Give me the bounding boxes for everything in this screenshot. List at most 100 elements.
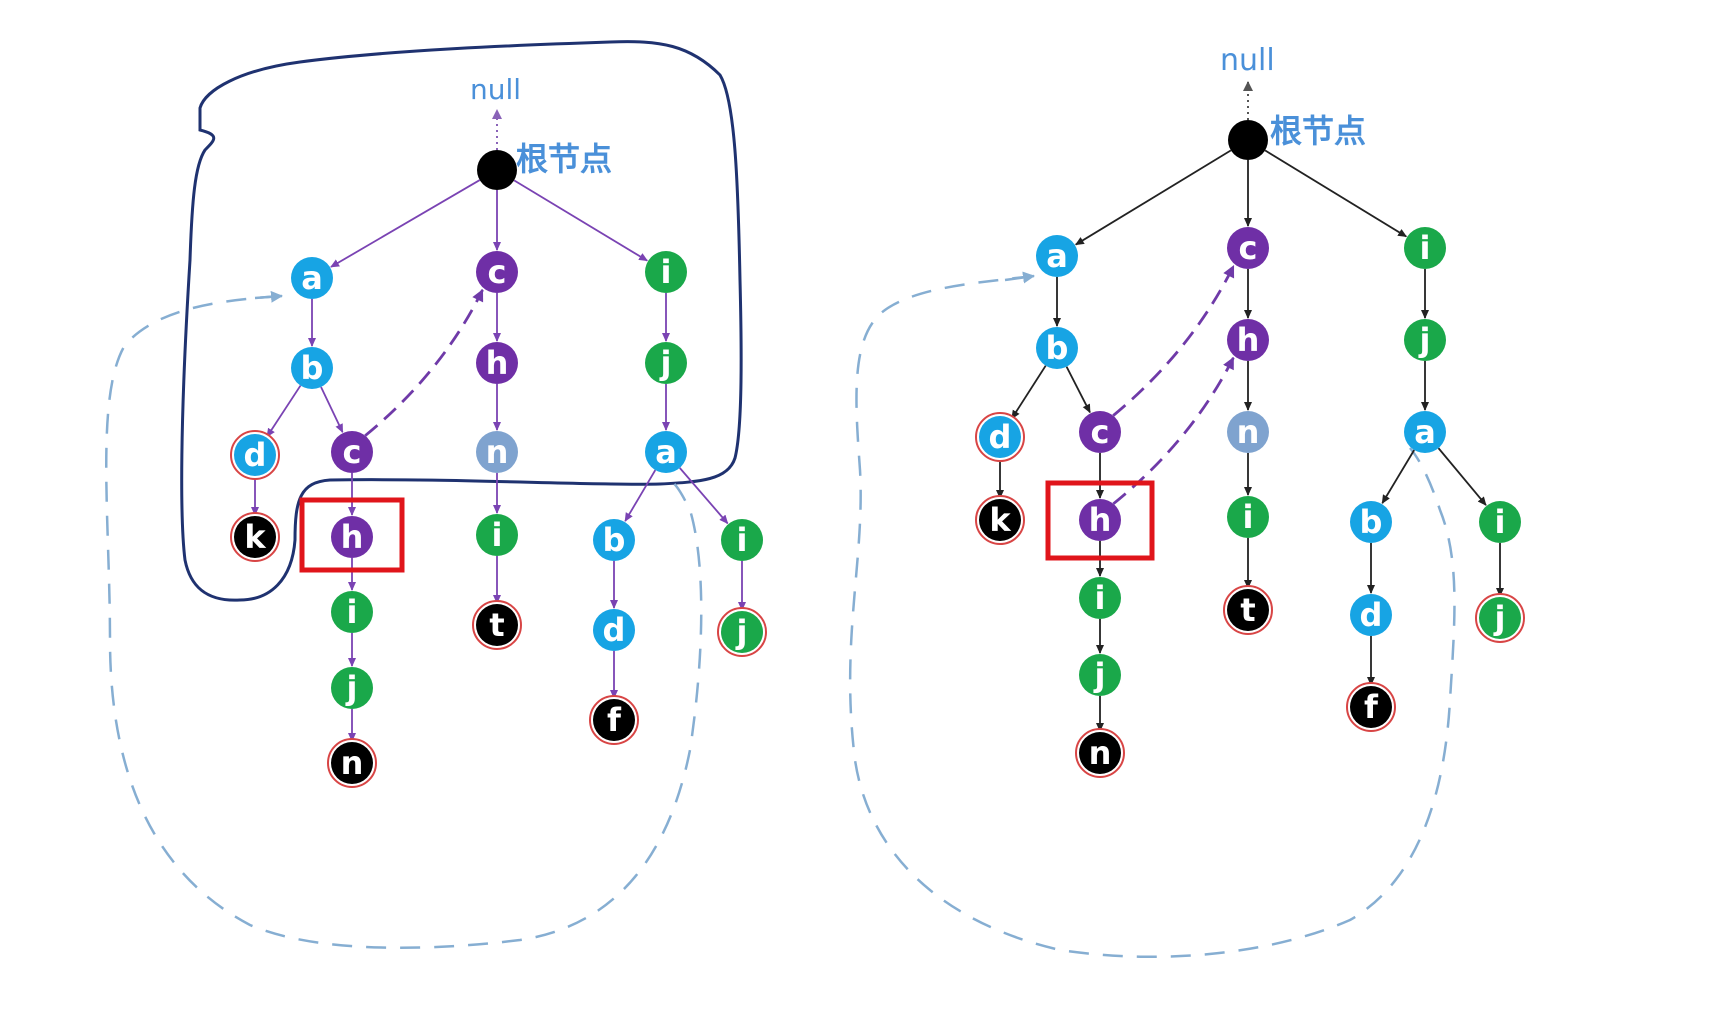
left-node-j2-label: j xyxy=(735,613,748,651)
right-node-j2-circle xyxy=(1479,597,1521,639)
right-edge-root-i1 xyxy=(1264,149,1408,238)
right-node-i4-label: i xyxy=(1095,579,1106,617)
left-loop-arrow-tip xyxy=(254,290,283,303)
right-node-c1-label: c xyxy=(1239,229,1258,267)
left-node-a1-circle xyxy=(291,257,333,299)
right-edge-b1-d1 xyxy=(1011,365,1047,420)
left-node-c1-label: c xyxy=(488,253,507,291)
right-node-d1: d xyxy=(975,412,1025,462)
right-node-h1-circle xyxy=(1227,319,1269,361)
left-node-f1: f xyxy=(589,695,639,745)
left-node-c2: c xyxy=(331,431,373,473)
left-edge-root-i1 xyxy=(513,179,649,262)
right-node-i3-label: i xyxy=(1495,503,1506,541)
left-node-j3-circle xyxy=(331,667,373,709)
left-node-i4-circle xyxy=(331,591,373,633)
right-node-a2-label: a xyxy=(1414,413,1436,451)
left-node-a1-label: a xyxy=(301,259,323,297)
left-edge-a2-b2 xyxy=(624,469,657,522)
right-node-j2-label: j xyxy=(1493,599,1506,637)
right-node-b2: b xyxy=(1350,501,1392,543)
right-node-j1-circle xyxy=(1404,319,1446,361)
left-root-node xyxy=(477,150,517,190)
left-node-j3-label: j xyxy=(345,669,358,707)
right-root-label: 根节点 xyxy=(1270,112,1366,150)
left-node-j2-circle xyxy=(721,611,763,653)
right-node-j3: j xyxy=(1079,654,1121,696)
left-node-a2-label: a xyxy=(655,433,677,471)
left-node-a2: a xyxy=(645,431,687,473)
right-node-h2-circle xyxy=(1079,499,1121,541)
left-node-d1-label: d xyxy=(244,436,267,474)
left-node-i1: i xyxy=(645,251,687,293)
right-node-c2: c xyxy=(1079,411,1121,453)
right-node-n2: n xyxy=(1075,728,1125,778)
left-node-i3-circle xyxy=(721,519,763,561)
left-node-j2: j xyxy=(717,607,767,657)
left-node-i1-circle xyxy=(645,251,687,293)
right-node-j1-label: j xyxy=(1418,321,1431,359)
left-node-d2-label: d xyxy=(603,611,626,649)
left-node-a1: a xyxy=(291,257,333,299)
right-node-i4-circle xyxy=(1079,577,1121,619)
left-node-i4: i xyxy=(331,591,373,633)
right-node-i2-label: i xyxy=(1243,498,1254,536)
right-edge-a2-i3 xyxy=(1437,447,1487,506)
right-node-c2-label: c xyxy=(1091,413,1110,451)
right-node-b2-label: b xyxy=(1360,503,1383,541)
left-node-h2-circle xyxy=(331,516,373,558)
right-node-c2-circle xyxy=(1079,411,1121,453)
right-node-d2-label: d xyxy=(1360,596,1383,634)
right-node-n1: n xyxy=(1227,411,1269,453)
right-edge-a2-b2 xyxy=(1381,449,1415,504)
right-node-j3-circle xyxy=(1079,654,1121,696)
left-loop-dashed-curve xyxy=(105,294,703,949)
left-node-i4-label: i xyxy=(347,593,358,631)
right-node-a1-circle xyxy=(1036,235,1078,277)
left-edge-b1-d1 xyxy=(266,385,302,438)
left-node-b2: b xyxy=(593,519,635,561)
left-node-t1-label: t xyxy=(489,606,504,644)
right-node-d2-circle xyxy=(1350,594,1392,636)
right-node-i4: i xyxy=(1079,577,1121,619)
left-node-c2-circle xyxy=(331,431,373,473)
right-node-a1: a xyxy=(1036,235,1078,277)
right-node-j1: j xyxy=(1404,319,1446,361)
right-node-i3: i xyxy=(1479,501,1521,543)
left-root-label: 根节点 xyxy=(516,140,612,178)
left-node-h1-label: h xyxy=(486,344,509,382)
left-node-d1: d xyxy=(230,430,280,480)
right-node-b1: b xyxy=(1036,327,1078,369)
left-node-n1-circle xyxy=(476,431,518,473)
right-node-f1: f xyxy=(1346,682,1396,732)
left-boundary-outline xyxy=(180,40,743,602)
left-node-i3-label: i xyxy=(737,521,748,559)
left-null-label: null xyxy=(470,73,521,106)
right-node-i3-circle xyxy=(1479,501,1521,543)
left-node-d2-circle xyxy=(593,609,635,651)
right-node-i2: i xyxy=(1227,496,1269,538)
right-node-t1-label: t xyxy=(1240,591,1255,629)
left-node-d1-circle xyxy=(234,434,276,476)
right-node-k1: k xyxy=(975,495,1025,545)
right-node-n2-circle xyxy=(1079,732,1121,774)
right-node-d1-label: d xyxy=(989,418,1012,456)
left-node-b1-circle xyxy=(291,347,333,389)
left-node-a2-circle xyxy=(645,431,687,473)
left-node-i3: i xyxy=(721,519,763,561)
right-loop-dashed-curve xyxy=(848,274,1456,958)
left-node-h1-circle xyxy=(476,342,518,384)
left-node-b2-label: b xyxy=(603,521,626,559)
right-node-b1-label: b xyxy=(1046,329,1069,367)
left-node-k1: k xyxy=(230,512,280,562)
left-node-i1-label: i xyxy=(661,253,672,291)
left-node-c1-circle xyxy=(476,251,518,293)
right-fail-link-c2-c1 xyxy=(1112,265,1235,417)
left-node-c1: c xyxy=(476,251,518,293)
right-node-c1: c xyxy=(1227,227,1269,269)
left-node-i2: i xyxy=(476,514,518,556)
